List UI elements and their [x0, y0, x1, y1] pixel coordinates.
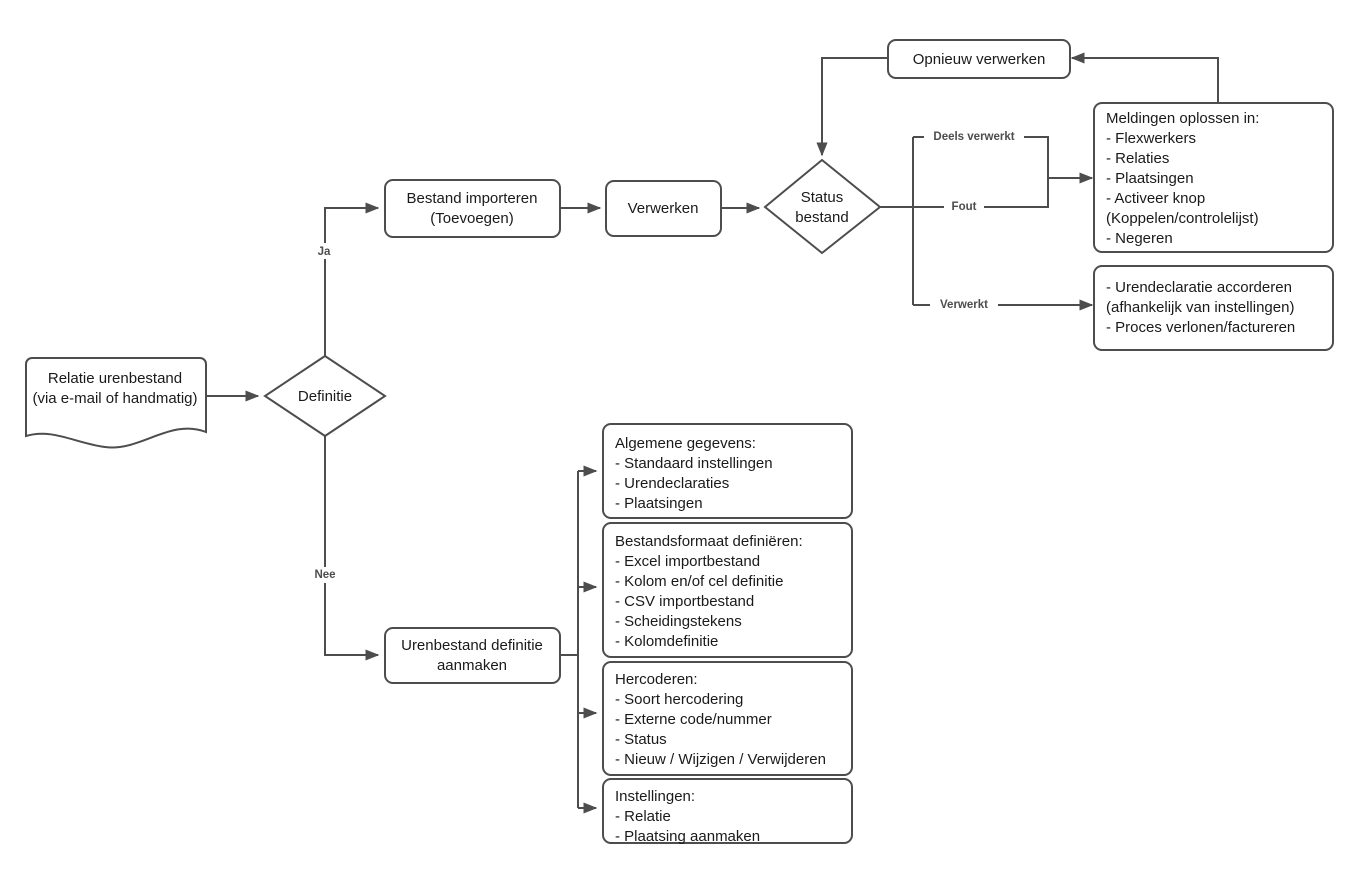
- node-line: (Koppelen/controlelijst): [1106, 210, 1259, 227]
- node-line: - Relatie: [615, 808, 671, 825]
- node-line: Meldingen oplossen in:: [1106, 110, 1259, 127]
- node-line: - Proces verlonen/factureren: [1106, 319, 1295, 336]
- node-line: Algemene gegevens:: [615, 435, 756, 452]
- svg-text:Verwerkt: Verwerkt: [940, 299, 988, 311]
- edge-definitie-ja: [324, 202, 380, 356]
- node-opnieuw-verwerken[interactable]: Opnieuw verwerken: [887, 39, 1071, 79]
- process-shape: [605, 180, 722, 237]
- edge-label-nee: Nee: [308, 567, 342, 583]
- node-line: (via e-mail of handmatig): [32, 390, 197, 407]
- node-line: - Relaties: [1106, 150, 1169, 167]
- node-definitie[interactable]: Definitie: [263, 354, 387, 438]
- node-verwerken[interactable]: Verwerken: [605, 180, 722, 237]
- process-shape: [384, 627, 561, 684]
- node-line: aanmaken: [437, 657, 507, 674]
- document-shape: [25, 357, 207, 449]
- node-line: - Soort hercodering: [615, 691, 743, 708]
- node-line: - CSV importbestand: [615, 593, 754, 610]
- node-line: - Excel importbestand: [615, 553, 760, 570]
- node-line: (Toevoegen): [430, 210, 513, 227]
- edge-label-fout: Fout: [944, 199, 984, 215]
- svg-text:Nee: Nee: [314, 569, 335, 581]
- node-line: Opnieuw verwerken: [913, 51, 1046, 68]
- node-line: Bestand importeren: [407, 190, 538, 207]
- node-line: - Plaatsingen: [1106, 170, 1194, 187]
- node-line: Verwerken: [628, 200, 699, 217]
- node-line: - Nieuw / Wijzigen / Verwijderen: [615, 751, 826, 768]
- node-meldingen-oplossen[interactable]: Meldingen oplossen in: - Flexwerkers - R…: [1093, 102, 1334, 253]
- node-relatie-urenbestand[interactable]: Relatie urenbestand (via e-mail of handm…: [25, 357, 207, 449]
- node-line: Bestandsformaat definiëren:: [615, 533, 803, 550]
- node-line: (afhankelijk van instellingen): [1106, 299, 1294, 316]
- node-line: Relatie urenbestand: [48, 370, 182, 387]
- edge-label-verwerkt: Verwerkt: [930, 297, 998, 313]
- node-algemene-gegevens[interactable]: Algemene gegevens: - Standaard instellin…: [602, 423, 853, 519]
- node-line: - Kolom en/of cel definitie: [615, 573, 783, 590]
- node-line: - Urendeclaratie accorderen: [1106, 279, 1292, 296]
- node-line: bestand: [795, 209, 848, 226]
- node-line: - Flexwerkers: [1106, 130, 1196, 147]
- process-shape: [602, 423, 853, 519]
- process-shape: [602, 661, 853, 776]
- process-shape: [384, 179, 561, 238]
- node-line: - Plaatsingen: [615, 495, 703, 512]
- decision-shape: [763, 158, 882, 255]
- node-line: - Scheidingstekens: [615, 613, 742, 630]
- node-instellingen[interactable]: Instellingen: - Relatie - Plaatsing aanm…: [602, 778, 853, 845]
- decision-shape: [263, 354, 387, 438]
- node-bestandsformaat[interactable]: Bestandsformaat definiëren: - Excel impo…: [602, 522, 853, 658]
- process-shape: [887, 39, 1071, 79]
- node-line: - Externe code/nummer: [615, 711, 772, 728]
- node-line: Urenbestand definitie: [401, 637, 543, 654]
- node-line: - Negeren: [1106, 230, 1173, 247]
- process-shape: [1093, 102, 1334, 253]
- node-line: Definitie: [298, 388, 352, 405]
- edge-meldingen-to-opnieuw: [1070, 52, 1219, 103]
- node-status-bestand[interactable]: Status bestand: [763, 158, 882, 255]
- node-line: - Urendeclaraties: [615, 475, 729, 492]
- process-shape: [602, 522, 853, 658]
- node-line: - Kolomdefinitie: [615, 633, 718, 650]
- node-line: - Activeer knop: [1106, 190, 1205, 207]
- process-shape: [602, 778, 853, 844]
- edge-label-deels-verwerkt: Deels verwerkt: [924, 129, 1024, 145]
- edge-label-ja: Ja: [311, 243, 337, 259]
- node-bestand-importeren[interactable]: Bestand importeren (Toevoegen): [384, 179, 561, 238]
- process-shape: [1093, 265, 1334, 351]
- node-urendeclaratie[interactable]: - Urendeclaratie accorderen (afhankelijk…: [1093, 265, 1334, 351]
- node-line: - Standaard instellingen: [615, 455, 773, 472]
- edge-definitie-nee: [324, 436, 380, 661]
- svg-text:Fout: Fout: [952, 201, 977, 213]
- node-line: Status: [801, 189, 844, 206]
- node-urenbestand-definitie[interactable]: Urenbestand definitie aanmaken: [384, 627, 561, 684]
- edge-opnieuw-to-status: [816, 57, 888, 157]
- node-line: Hercoderen:: [615, 671, 698, 688]
- node-line: - Plaatsing aanmaken: [615, 828, 760, 845]
- svg-text:Deels verwerkt: Deels verwerkt: [933, 131, 1014, 143]
- svg-text:Ja: Ja: [318, 246, 331, 258]
- node-hercoderen[interactable]: Hercoderen: - Soort hercodering - Extern…: [602, 661, 853, 776]
- node-line: - Status: [615, 731, 667, 748]
- node-line: Instellingen:: [615, 788, 695, 805]
